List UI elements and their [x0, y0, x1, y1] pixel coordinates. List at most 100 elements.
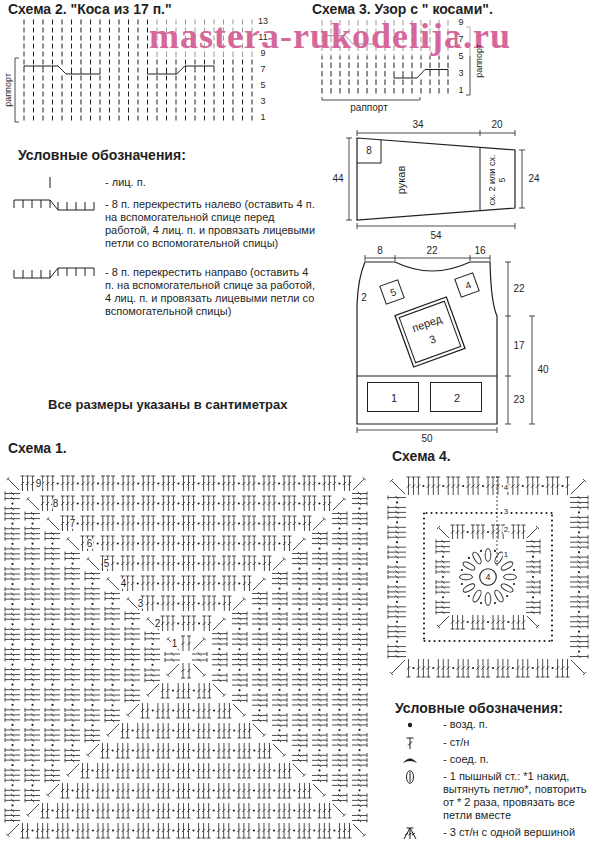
row-number: 9 — [457, 18, 464, 27]
piece-number: 1 — [391, 392, 397, 405]
crochet-chart — [388, 477, 588, 677]
chart-title: Схема 2. "Коса из 17 п." — [8, 1, 172, 17]
dimension-value: 2 — [360, 293, 368, 304]
row-number: 5 — [457, 52, 464, 61]
legend-symbol — [14, 200, 94, 210]
outer-border — [395, 297, 465, 367]
row-number: 3 — [259, 97, 266, 106]
puff-stitch — [471, 551, 482, 565]
row-number: 1 — [457, 86, 464, 95]
center-ring: 4 — [479, 568, 497, 586]
legend-entry: - 8 п. перекрестить направо (оставить 4 … — [10, 266, 320, 318]
row-number: 7 — [457, 35, 464, 44]
puff-stitch — [500, 560, 514, 571]
legend-symbol — [410, 772, 411, 782]
round-number: 9 — [35, 478, 43, 489]
chart-title: Схема 3. Узор с " косами". — [312, 1, 493, 17]
piece-label: перед — [410, 312, 443, 334]
puff-stitch-ring — [460, 549, 517, 606]
legend-symbol-box — [398, 770, 443, 784]
legend-text: - лиц. п. — [105, 176, 320, 189]
dimension-line — [357, 255, 535, 433]
dimension-line — [346, 130, 525, 229]
inner-border — [399, 301, 461, 363]
round-number: 4 — [485, 572, 490, 582]
dimension-value: 34 — [411, 120, 424, 131]
legend-symbol-box — [10, 266, 105, 280]
row-number: 11 — [257, 33, 268, 42]
legend-entry: - 3 ст/н с одной вершиной — [398, 826, 595, 840]
puff-stitch — [485, 549, 491, 562]
dimension-value: 8 — [365, 146, 373, 157]
puff-stitch — [462, 582, 476, 593]
puff-stitch — [493, 589, 504, 603]
legend-entry: - лиц. п. — [10, 176, 320, 190]
legend-text: - соед. п. — [443, 753, 595, 766]
dimension-value: 16 — [473, 246, 486, 257]
dimension-value: 22 — [425, 246, 438, 257]
pocket: 2 — [430, 382, 482, 412]
chart-title: Схема 4. — [392, 448, 451, 464]
dimension-value: 50 — [420, 434, 433, 445]
note: Все размеры указаны в сантиметрах — [48, 398, 288, 413]
dimension-value: 44 — [331, 174, 344, 185]
round-number: 1 — [503, 551, 509, 559]
round-number: 7 — [69, 518, 77, 529]
row-number: 5 — [259, 81, 266, 90]
crochet-chart — [5, 476, 367, 838]
round-number: 5 — [103, 558, 111, 569]
dimension-value: 17 — [512, 341, 525, 352]
sleeve-piece: рукавсх. 2 или сх. 5 — [357, 138, 515, 220]
chart-title: Схема 1. — [8, 440, 67, 456]
patch-square: 5 — [379, 279, 405, 305]
round-number: 2 — [154, 618, 162, 629]
round-number: 1 — [171, 638, 179, 649]
repeat-label: раппорт — [3, 73, 13, 107]
legend-entry: - возд. п. — [398, 718, 595, 732]
dimension-value: 23 — [512, 395, 525, 406]
legend-text: - возд. п. — [443, 718, 595, 731]
dimension-value: 24 — [527, 174, 540, 185]
chain-stitch — [11, 482, 360, 831]
repeat-bracket — [15, 58, 19, 122]
legend-symbol — [50, 177, 51, 188]
legend-symbol-box — [398, 826, 443, 840]
round-number: 3 — [503, 508, 509, 516]
piece-number: 5 — [389, 286, 398, 299]
round-number: 4 — [120, 578, 128, 589]
legend-symbol-box — [10, 176, 105, 190]
chain-stitch — [396, 485, 580, 669]
legend-entry: - ст/н — [398, 736, 595, 750]
puff-stitch — [471, 589, 482, 603]
start-line — [497, 476, 498, 566]
legend-text: - 8 п. перекрестить направо (оставить 4 … — [105, 266, 320, 318]
ring-outline — [480, 569, 497, 586]
legend-entry: - 8 п. перекрестить налево (оставить 4 п… — [10, 198, 320, 250]
legend-symbol-box — [398, 718, 443, 732]
puff-symbol — [407, 771, 414, 784]
legend-symbol-box — [398, 736, 443, 750]
legend-symbol — [408, 723, 412, 727]
node-outline — [394, 296, 466, 368]
dimension-value: 8 — [376, 246, 384, 257]
row-number: 1 — [259, 113, 266, 122]
sleeve-outline — [357, 138, 515, 220]
legend-text: - ст/н — [443, 736, 595, 749]
legend-symbol-box — [398, 753, 443, 767]
round-number: 2 — [503, 526, 509, 534]
legend-text: - 1 пышный ст.: *1 накид, вытянуть петлю… — [443, 770, 595, 822]
row-number: 9 — [259, 49, 266, 58]
row-number: 13 — [257, 17, 269, 26]
piece-number: 3 — [428, 332, 438, 346]
repeat-label: раппорт — [350, 102, 387, 114]
legend-symbol — [404, 828, 416, 839]
legend-symbol — [14, 268, 94, 278]
legend-entry: - 1 пышный ст.: *1 накид, вытянуть петлю… — [398, 770, 595, 822]
dimension-value: 20 — [490, 120, 503, 131]
piece-number: 2 — [454, 392, 460, 405]
row-number: 3 — [457, 69, 464, 78]
puff-stitch — [500, 582, 514, 593]
